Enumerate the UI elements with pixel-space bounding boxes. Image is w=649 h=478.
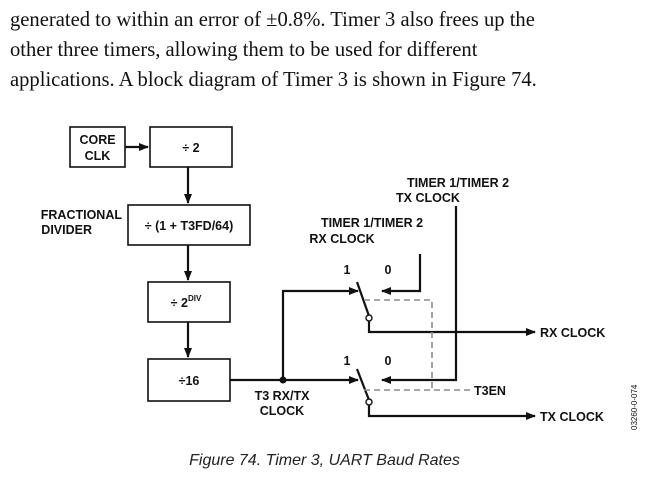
div2div-label: ÷ 2DIV [171,294,202,310]
t3-clock-label-2: CLOCK [260,404,304,418]
fractional-divider-box [127,204,251,246]
fractional-formula: ÷ (1 + T3FD/64) [145,219,233,233]
t3-clock-label-1: T3 RX/TX [255,389,311,403]
div2div-box [147,281,231,323]
bottom-switch-blade [355,368,371,401]
div16-box [147,358,231,402]
rx-clock-output-label: RX CLOCK [540,326,605,340]
fractional-label-2: DIVIDER [41,223,92,237]
timer-rx-clock-label-2: RX CLOCK [309,232,374,246]
div16-label: ÷16 [179,374,200,388]
body-line-2: other three timers, allowing them to be … [10,39,478,61]
timer-rx-clock-wire [381,254,422,295]
figure-code: 03260-0-074 [630,384,639,430]
top-switch-pivot [365,314,373,322]
top-switch-blade [355,281,371,317]
fractional-label-1: FRACTIONAL [41,208,123,222]
div2-label: ÷ 2 [182,141,199,155]
tx-clock-output-wire [367,405,536,420]
body-paragraph: generated to within an error of ±0.8%. T… [10,5,649,95]
timer-tx-clock-label-2: TX CLOCK [396,191,460,205]
timer-rx-clock-label-1: TIMER 1/TIMER 2 [321,216,423,230]
top-switch-pos-1: 1 [344,263,351,277]
core-clk-label-1: CORE [79,133,115,147]
body-line-1: generated to within an error of ±0.8%. T… [10,9,535,31]
div2-box [149,126,233,168]
branch-to-top-switch-wire [281,287,359,380]
div2div-exponent: DIV [188,294,202,303]
t3en-control-dashed-line [364,299,470,391]
bottom-switch-pivot [365,398,373,406]
div2div-base: ÷ 2 [171,296,188,310]
bottom-switch-pos-0: 0 [385,354,392,368]
body-line-3: applications. A block diagram of Timer 3… [10,69,537,91]
bottom-switch-pos-1: 1 [344,354,351,368]
tx-clock-output-label: TX CLOCK [540,410,604,424]
core-clk-label-2: CLK [85,149,111,163]
t3en-label: T3EN [474,384,506,398]
timer-tx-clock-label-1: TIMER 1/TIMER 2 [407,176,509,190]
rx-clock-output-wire [367,321,536,336]
timer-tx-clock-wire [381,206,458,384]
figure-caption: Figure 74. Timer 3, UART Baud Rates [189,452,460,469]
top-switch-pos-0: 0 [385,263,392,277]
